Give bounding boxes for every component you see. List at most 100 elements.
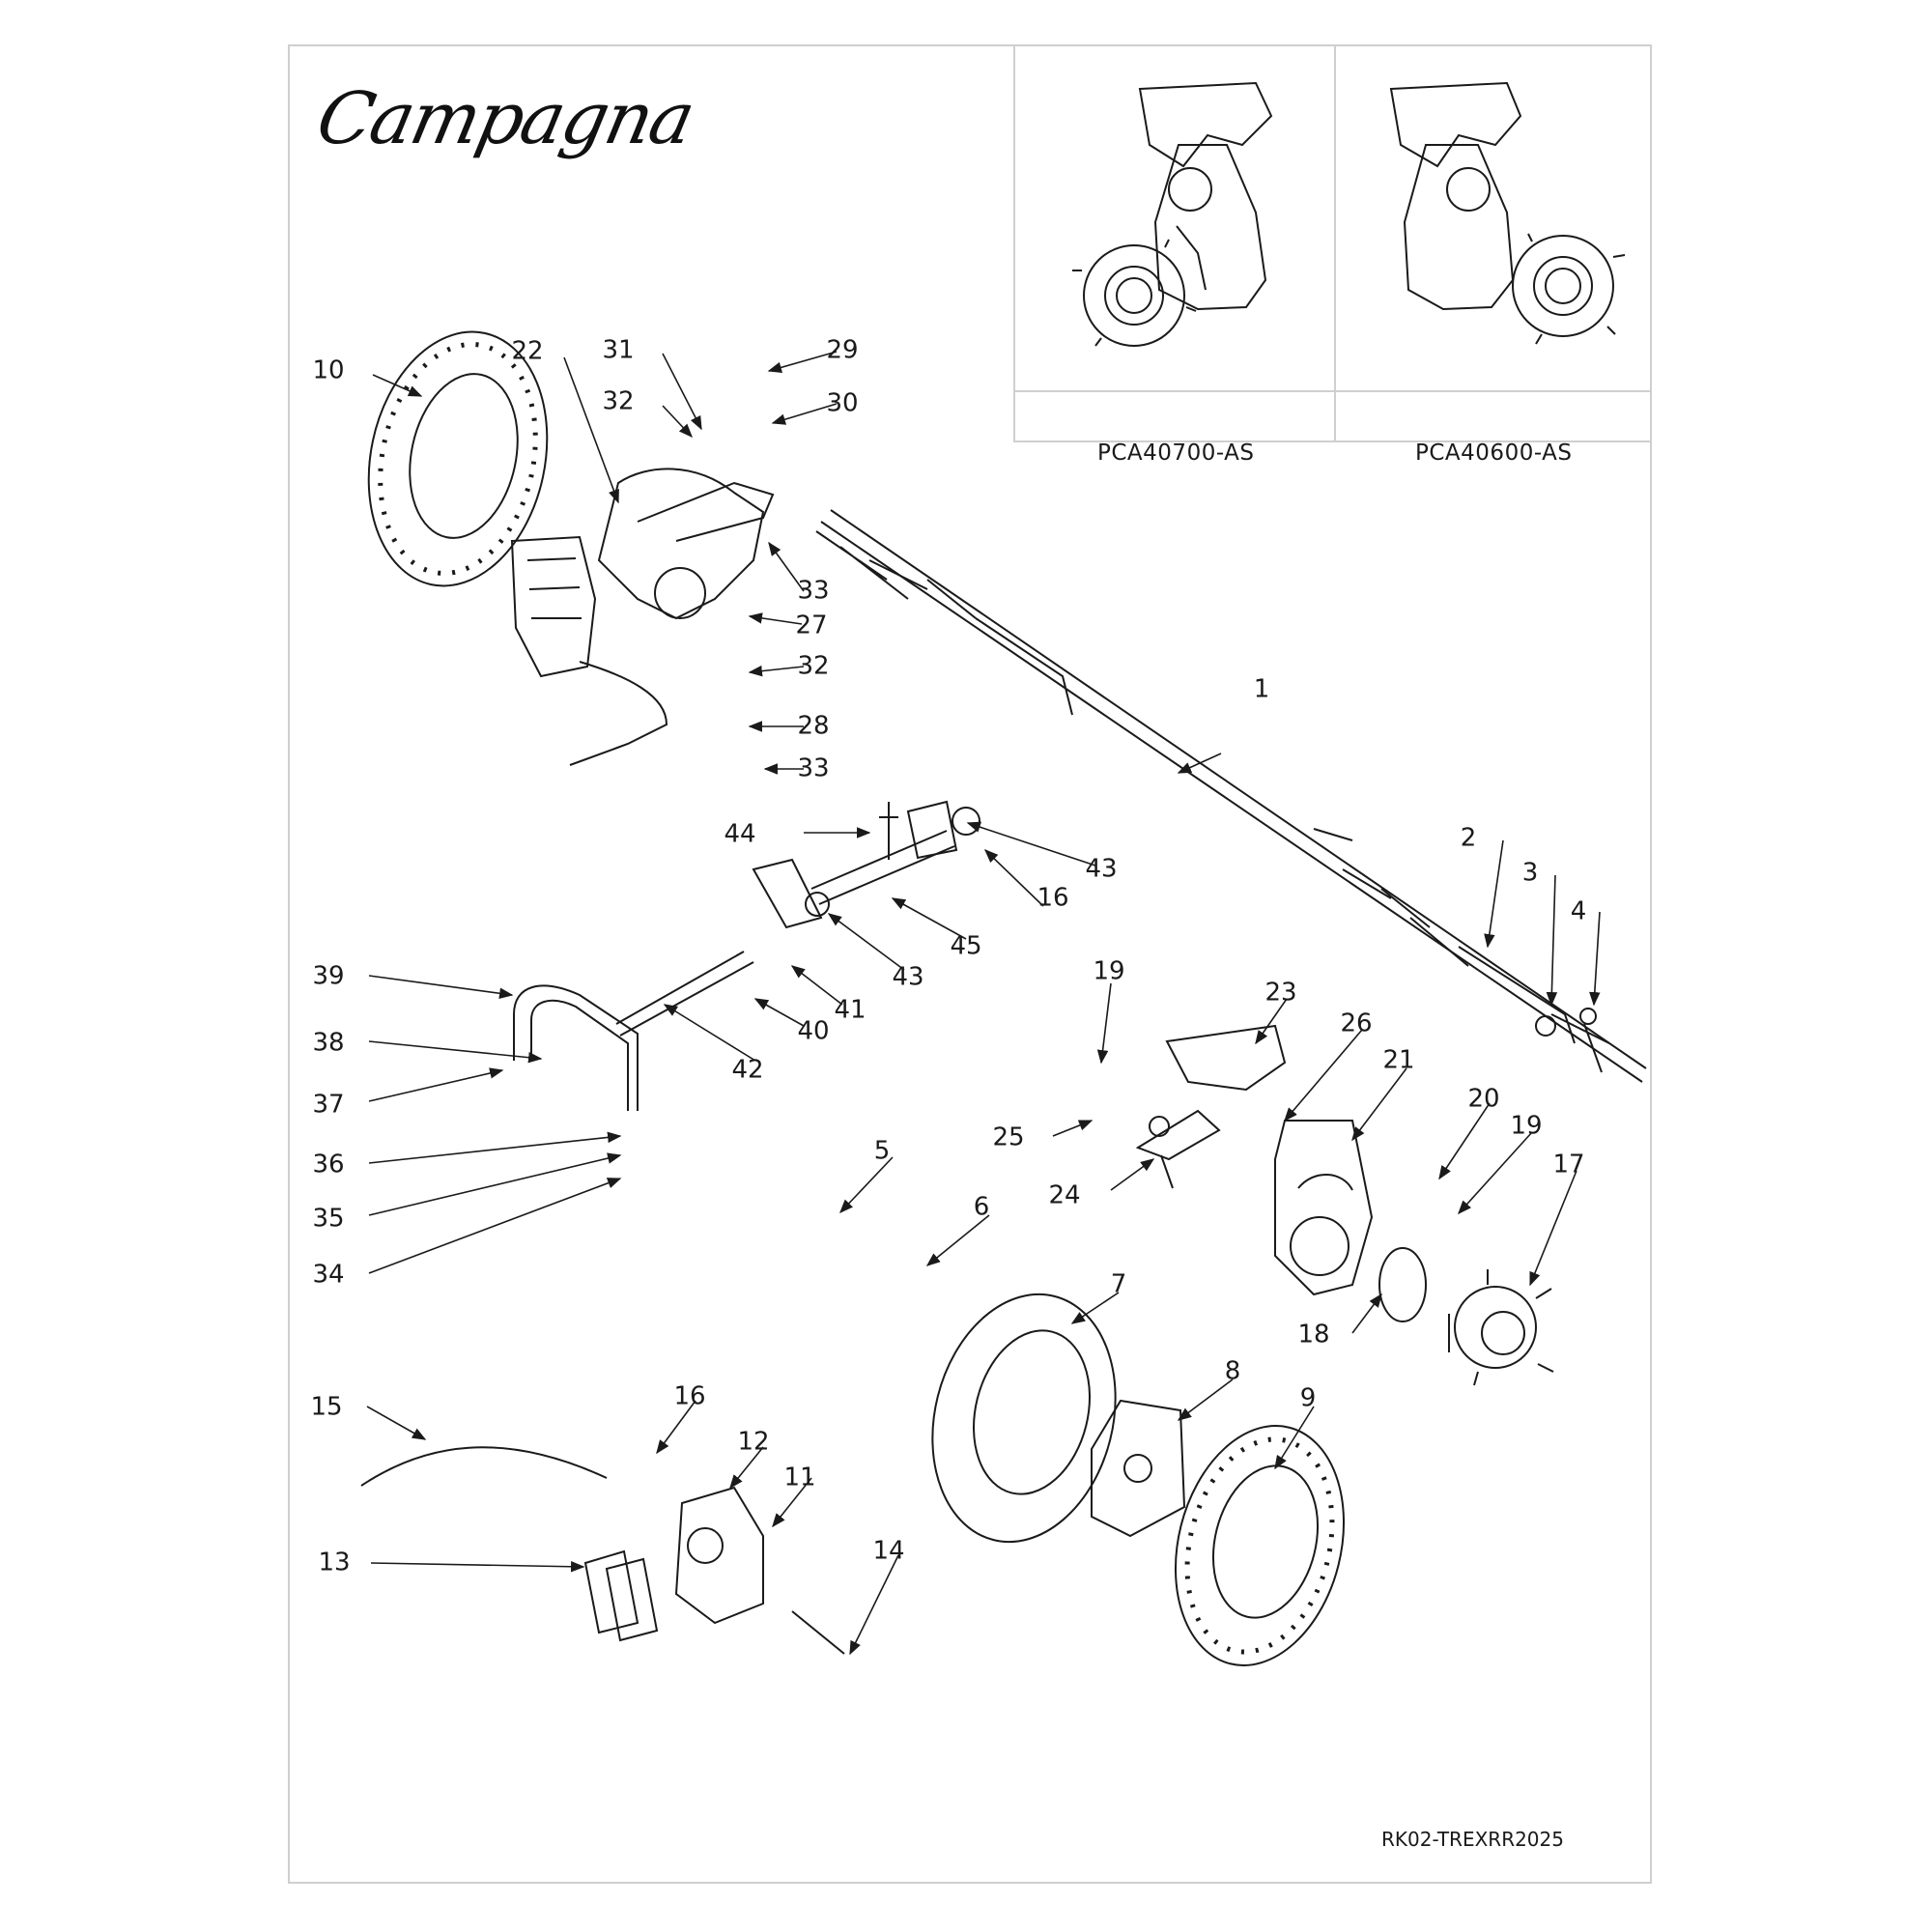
callout-number-25: 25: [992, 1123, 1024, 1152]
callout-leader-23: [1255, 998, 1288, 1045]
callout-leader-42: [663, 1004, 756, 1062]
callout-number-43: 43: [892, 963, 923, 992]
callout-number-13: 13: [318, 1548, 350, 1577]
anti-roll-bar-assembly: [513, 800, 980, 1111]
callout-leader-12: [729, 1446, 764, 1490]
callout-number-12: 12: [737, 1428, 769, 1457]
callout-number-14: 14: [872, 1537, 904, 1566]
callout-number-16: 16: [673, 1382, 705, 1411]
brake-disc-drilled: [1174, 1425, 1346, 1666]
callout-number-5: 5: [874, 1137, 891, 1166]
callout-leader-15: [366, 1406, 427, 1440]
callout-number-35: 35: [312, 1205, 344, 1234]
callout-leader-43: [827, 913, 905, 971]
callout-number-27: 27: [795, 611, 827, 640]
brake-pads: [583, 1549, 659, 1642]
callout-number-29: 29: [826, 336, 858, 365]
callout-leader-4: [1589, 911, 1601, 1007]
pad-retaining-pin: [791, 1610, 845, 1655]
callout-number-24: 24: [1048, 1181, 1080, 1210]
callout-leader-34: [368, 1178, 622, 1274]
knuckle-hub-assembly-right-icon: [1389, 81, 1626, 345]
callout-number-33: 33: [797, 754, 829, 783]
callout-number-23: 23: [1264, 979, 1296, 1008]
callout-number-11: 11: [783, 1463, 815, 1492]
callout-number-4: 4: [1571, 897, 1587, 926]
callout-leader-22: [563, 356, 619, 504]
callout-leader-19: [1458, 1131, 1533, 1215]
callout-leader-31: [662, 353, 702, 431]
knuckle-lower: [1165, 1024, 1374, 1296]
caliper-lower: [674, 1486, 764, 1625]
callout-number-42: 42: [731, 1056, 763, 1085]
callout-leader-43: [966, 821, 1096, 867]
callout-leader-6: [925, 1214, 990, 1266]
reference-part-code-left: PCA40700-AS: [1097, 440, 1255, 466]
callout-number-16: 16: [1037, 884, 1068, 913]
callout-leader-21: [1351, 1067, 1407, 1142]
knuckle-upper: [597, 468, 775, 620]
drawing-sheet-frame: [288, 44, 1652, 1884]
drive-shaft: [815, 509, 1647, 1083]
callout-leader-37: [368, 1067, 504, 1102]
reference-parts-box: PCA40700-AS PCA40600-AS: [1013, 44, 1652, 466]
callout-leader-10: [372, 374, 423, 397]
callout-leader-9: [1274, 1406, 1315, 1470]
callout-number-43: 43: [1085, 855, 1117, 884]
callout-leader-27: [748, 612, 803, 625]
callout-leader-30: [771, 403, 838, 425]
callout-number-19: 19: [1093, 957, 1124, 986]
callout-leader-33: [768, 541, 805, 592]
callout-number-31: 31: [602, 336, 634, 365]
callout-number-44: 44: [724, 820, 755, 849]
reference-box-divider: [1334, 44, 1336, 440]
callout-number-9: 9: [1300, 1384, 1317, 1413]
callout-number-34: 34: [312, 1261, 344, 1290]
hub-assembly-lower: [1448, 1269, 1554, 1386]
callout-leader-20: [1438, 1102, 1491, 1180]
callout-number-22: 22: [511, 337, 543, 366]
callout-number-28: 28: [797, 712, 829, 741]
callout-number-6: 6: [974, 1193, 990, 1222]
o-ring: [1378, 1247, 1427, 1322]
callout-leader-2: [1484, 839, 1504, 949]
callout-number-36: 36: [312, 1151, 344, 1179]
brake-hose-upper: [569, 661, 668, 766]
callout-leader-41: [790, 965, 843, 1006]
callout-leader-35: [368, 1152, 622, 1216]
callout-leader-3: [1546, 874, 1558, 1007]
callout-leader-39: [368, 975, 514, 999]
callout-number-7: 7: [1111, 1270, 1127, 1299]
knuckle-hub-assembly-left-icon: [1072, 81, 1273, 347]
callout-leader-25: [1052, 1120, 1094, 1137]
callout-leader-1: [1177, 753, 1222, 774]
callout-leader-17: [1529, 1170, 1577, 1287]
callout-leader-32: [662, 405, 693, 439]
callout-leader-19: [1096, 982, 1112, 1065]
callout-number-1: 1: [1254, 675, 1270, 704]
callout-number-2: 2: [1461, 824, 1477, 853]
callout-number-3: 3: [1522, 859, 1539, 888]
brake-hose-lower: [360, 1446, 608, 1487]
callout-leader-26: [1284, 1029, 1363, 1122]
callout-number-19: 19: [1510, 1112, 1542, 1141]
callout-leader-29: [767, 351, 838, 373]
document-number: RK02-TREXRR2025: [1381, 1828, 1564, 1851]
callout-leader-16: [656, 1400, 696, 1455]
callout-number-32: 32: [602, 387, 634, 416]
callout-number-33: 33: [797, 577, 829, 606]
callout-leaders: [366, 351, 1601, 1656]
callout-number-32: 32: [797, 652, 829, 681]
callout-leader-8: [1177, 1378, 1234, 1421]
brake-disc-upper: [367, 330, 549, 587]
caliper-upper: [510, 535, 597, 678]
callout-number-20: 20: [1467, 1085, 1499, 1114]
reference-box-rule: [1015, 390, 1652, 392]
callout-leader-36: [368, 1131, 622, 1164]
callout-leader-38: [368, 1040, 543, 1064]
tie-rod-end: [1535, 1008, 1610, 1073]
callout-number-41: 41: [834, 996, 866, 1025]
callout-leader-40: [753, 998, 805, 1027]
